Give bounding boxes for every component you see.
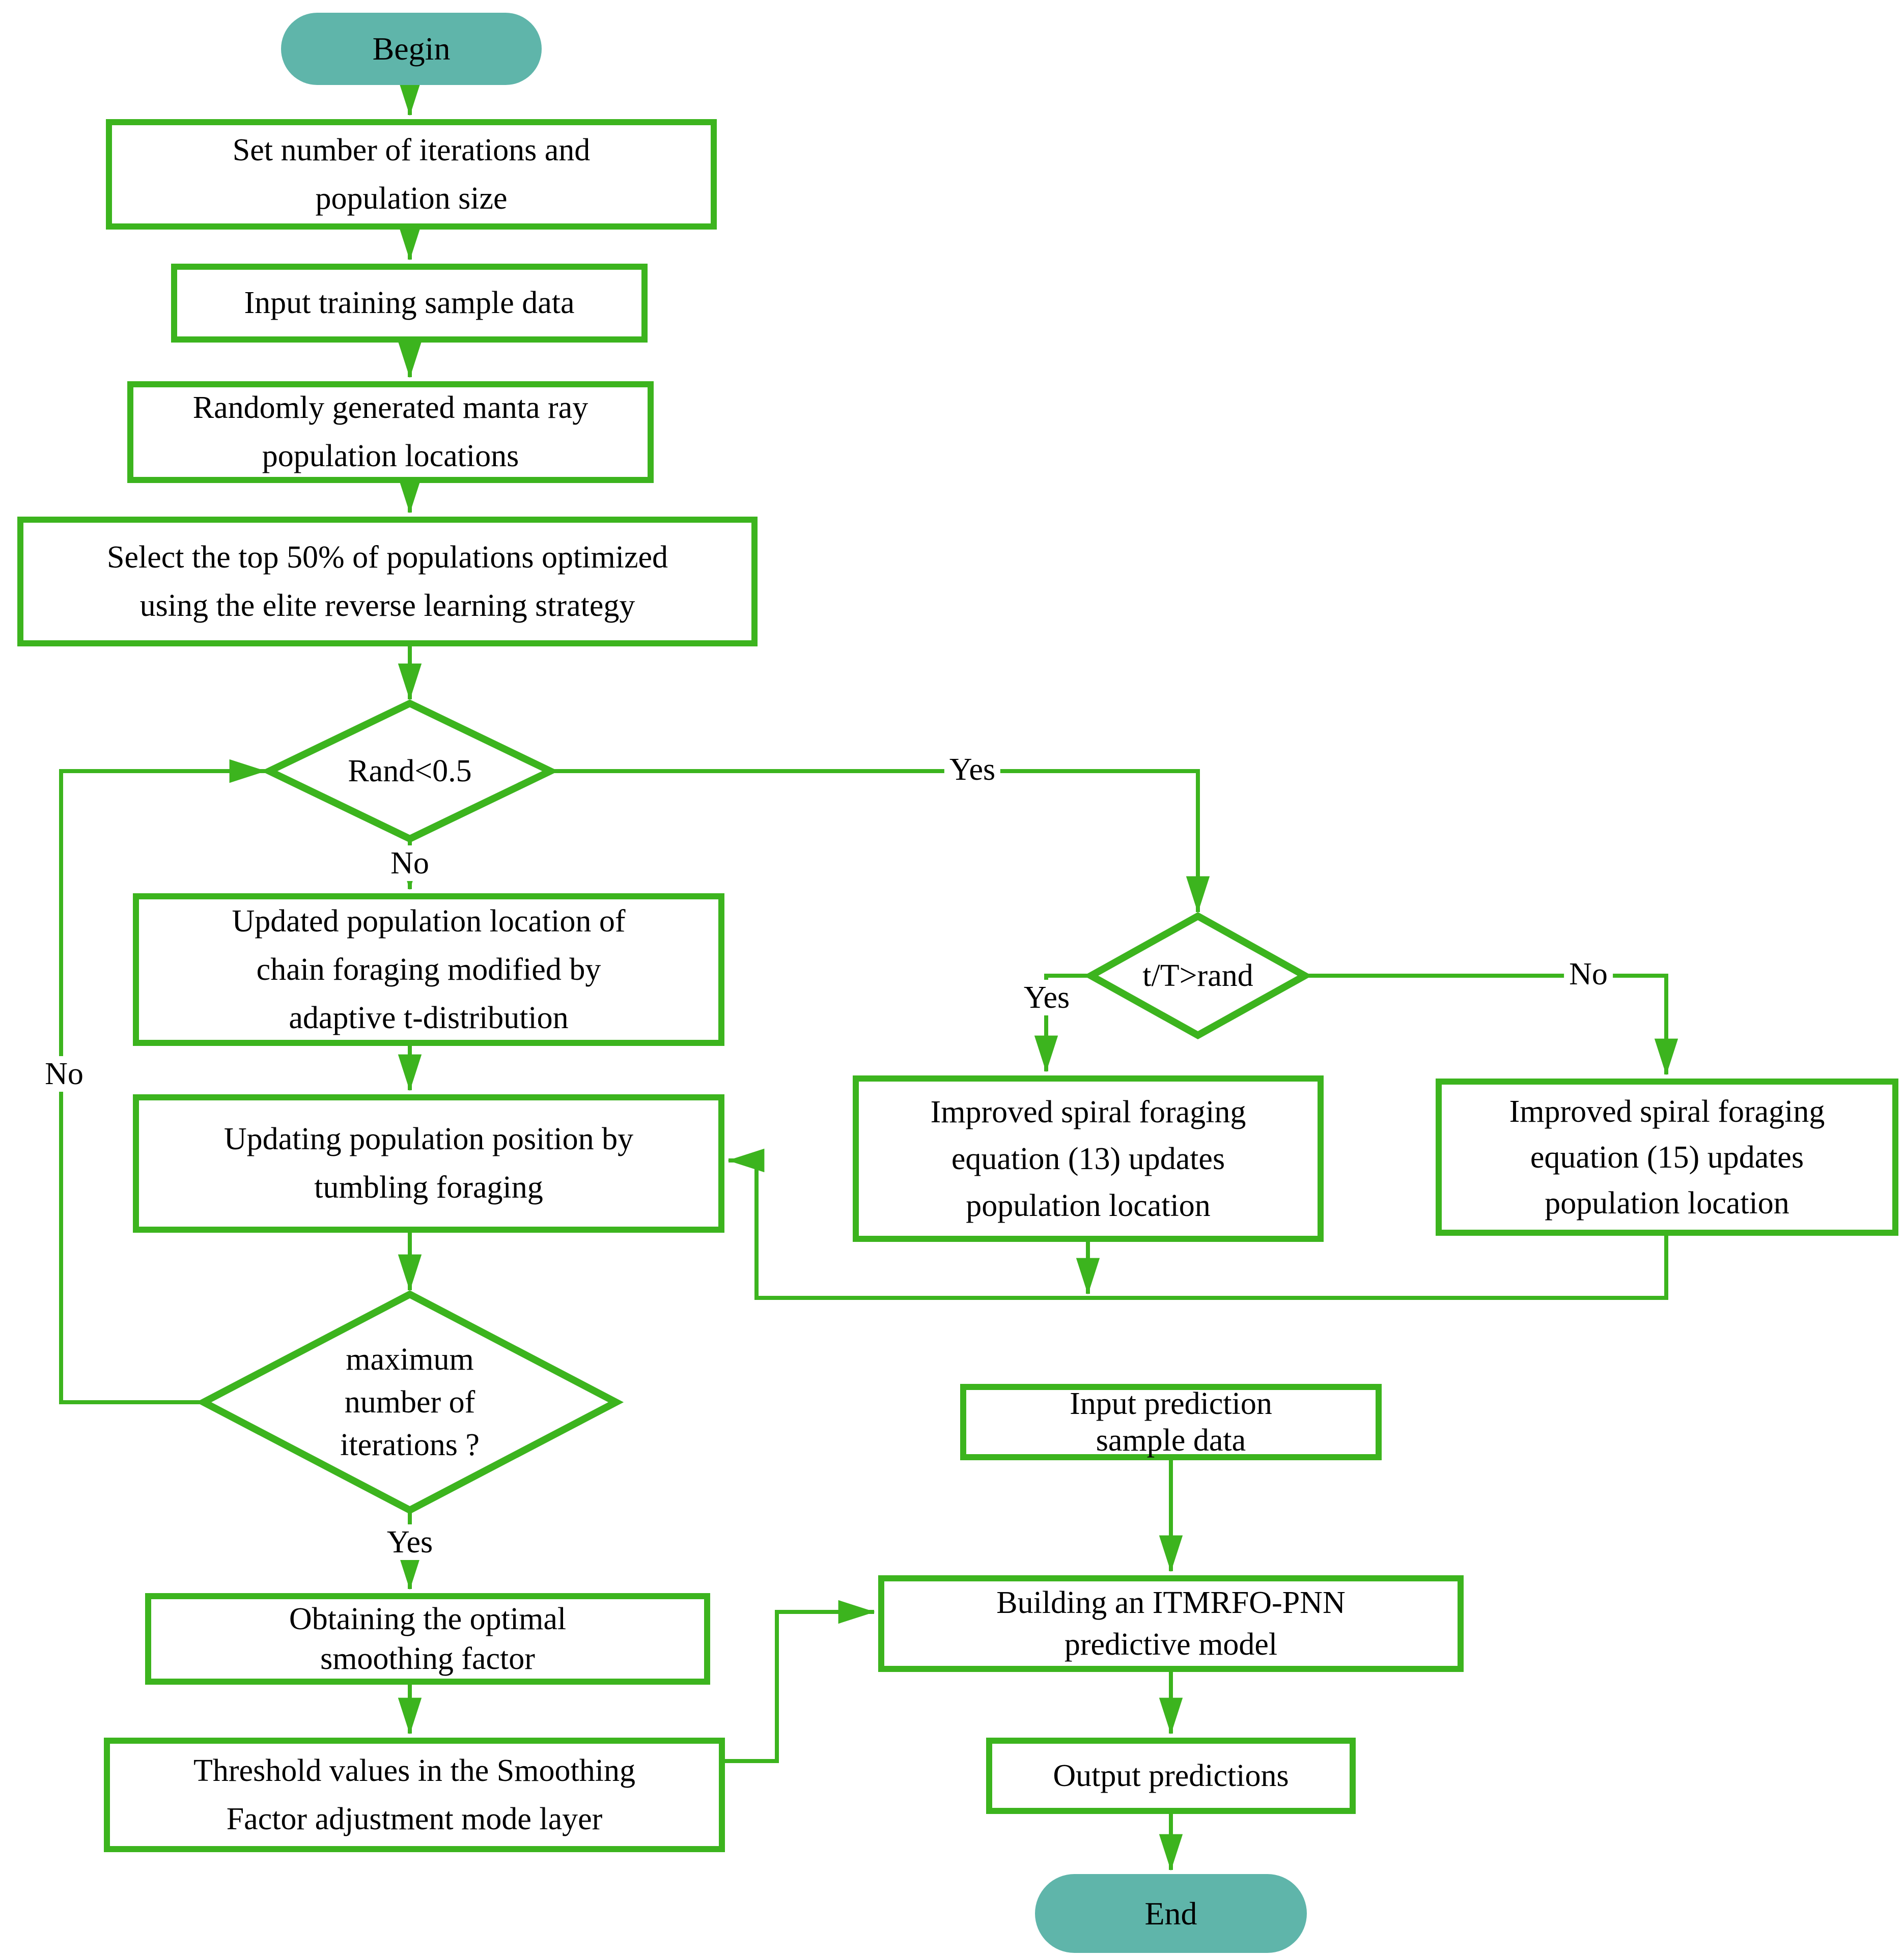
decision-maxiter-line: maximum bbox=[346, 1342, 474, 1377]
node-tumbling-foraging: Updating population position by tumbling… bbox=[133, 1094, 724, 1233]
node-threshold-values: Threshold values in the Smoothing Factor… bbox=[104, 1738, 725, 1852]
node-line: chain foraging modified by bbox=[256, 952, 601, 987]
node-line: population size bbox=[315, 181, 508, 216]
node-output-predictions: Output predictions bbox=[986, 1738, 1356, 1814]
node-line: population location bbox=[966, 1188, 1211, 1223]
node-select-top50: Select the top 50% of populations optimi… bbox=[17, 517, 758, 646]
edge-ttrand-no-eq15 bbox=[1305, 974, 1678, 1075]
edge-maxiter-no-loop bbox=[59, 759, 266, 1404]
node-spiral-eq13: Improved spiral foraging equation (13) u… bbox=[853, 1075, 1324, 1242]
node-line: smoothing factor bbox=[320, 1641, 535, 1676]
node-line: using the elite reverse learning strateg… bbox=[139, 588, 635, 623]
node-line: Updating population position by bbox=[223, 1122, 634, 1156]
edge-label-rand-yes: Yes bbox=[944, 752, 1001, 787]
node-line: adaptive t-distribution bbox=[289, 1000, 569, 1035]
edge-label-max-yes: Yes bbox=[381, 1524, 438, 1560]
decision-ttrand-shape bbox=[1083, 912, 1312, 1040]
decision-rand-shape bbox=[261, 699, 559, 843]
node-line: Set number of iterations and bbox=[232, 132, 591, 167]
edge-ttrand-yes-eq13 bbox=[1034, 974, 1091, 1072]
node-line: equation (13) updates bbox=[951, 1141, 1225, 1176]
begin-label: Begin bbox=[372, 31, 451, 67]
node-line: Output predictions bbox=[1053, 1758, 1289, 1793]
node-line: Improved spiral foraging bbox=[930, 1094, 1246, 1129]
node-line: predictive model bbox=[1064, 1627, 1278, 1662]
decision-rand-label: Rand<0.5 bbox=[283, 747, 537, 795]
node-random-population: Randomly generated manta ray population … bbox=[127, 381, 654, 483]
node-line: Improved spiral foraging bbox=[1509, 1094, 1825, 1129]
node-line: population locations bbox=[262, 439, 519, 473]
node-line: sample data bbox=[1096, 1423, 1246, 1458]
decision-maxiter-line: number of bbox=[344, 1385, 475, 1420]
decision-ttrand-text: t/T>rand bbox=[1142, 958, 1253, 993]
edge-label-tt-no: No bbox=[1564, 956, 1613, 992]
edge-eq15-merge-tumbling bbox=[727, 1148, 1668, 1300]
node-line: Updated population location of bbox=[232, 903, 626, 939]
decision-maxiter-line: iterations ? bbox=[340, 1428, 480, 1462]
edge-threshold-build bbox=[725, 1600, 875, 1763]
node-line: Input training sample data bbox=[244, 286, 575, 320]
node-input-training: Input training sample data bbox=[171, 264, 648, 343]
node-line: Building an ITMRFO-PNN bbox=[996, 1585, 1346, 1620]
edge-rand-yes-ttrand bbox=[550, 769, 1210, 913]
end-label: End bbox=[1144, 1895, 1197, 1932]
decision-maxiter-shape bbox=[195, 1290, 624, 1514]
node-line: equation (15) updates bbox=[1530, 1140, 1804, 1175]
node-line: Factor adjustment mode layer bbox=[226, 1801, 603, 1836]
node-set-iterations: Set number of iterations and population … bbox=[106, 119, 717, 230]
decision-ttrand-label: t/T>rand bbox=[1071, 952, 1325, 1000]
node-chain-foraging: Updated population location of chain for… bbox=[133, 893, 724, 1046]
node-line: Obtaining the optimal bbox=[289, 1602, 567, 1636]
end-terminal: End bbox=[1035, 1874, 1307, 1953]
edge-label-rand-no: No bbox=[385, 845, 434, 881]
begin-terminal: Begin bbox=[281, 13, 542, 85]
node-line: Randomly generated manta ray bbox=[192, 390, 589, 425]
node-line: tumbling foraging bbox=[314, 1170, 543, 1205]
edge-label-loop-no: No bbox=[40, 1056, 89, 1092]
node-line: Threshold values in the Smoothing bbox=[193, 1753, 635, 1788]
edge-label-tt-yes: Yes bbox=[1018, 980, 1075, 1015]
node-obtain-smoothing: Obtaining the optimal smoothing factor bbox=[145, 1593, 710, 1685]
decision-maxiter-label: maximum number of iterations ? bbox=[283, 1339, 537, 1466]
decision-rand-text: Rand<0.5 bbox=[348, 754, 472, 788]
node-build-model: Building an ITMRFO-PNN predictive model bbox=[878, 1575, 1464, 1672]
node-spiral-eq15: Improved spiral foraging equation (15) u… bbox=[1436, 1079, 1898, 1236]
node-line: Input prediction bbox=[1070, 1386, 1272, 1421]
node-input-prediction: Input prediction sample data bbox=[960, 1384, 1382, 1460]
node-line: population location bbox=[1545, 1185, 1789, 1221]
node-line: Select the top 50% of populations optimi… bbox=[106, 540, 668, 575]
